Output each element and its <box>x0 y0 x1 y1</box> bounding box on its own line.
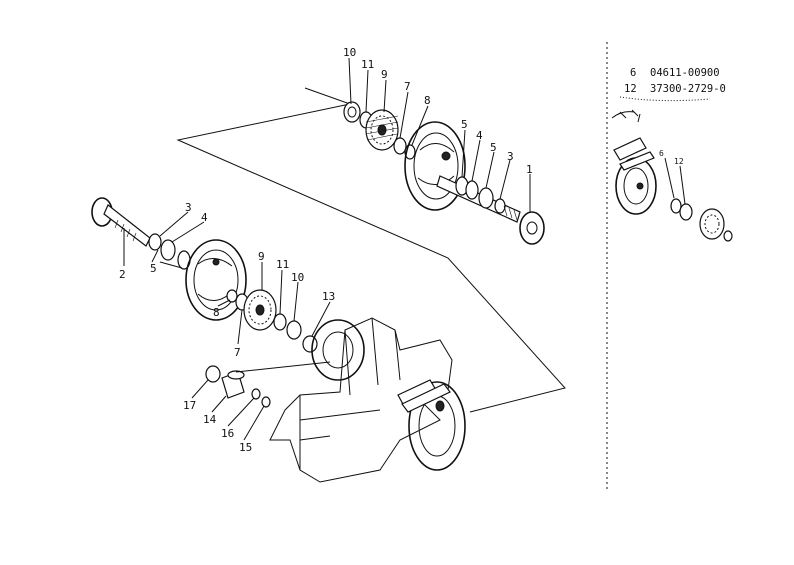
ring-11-left <box>273 313 287 331</box>
gear-9-top <box>365 109 399 151</box>
label-1-top: 1 <box>526 163 533 176</box>
cover-plate-top <box>404 121 466 211</box>
seal-13-left <box>302 335 318 353</box>
bolt-15 <box>261 396 271 408</box>
label-15: 15 <box>239 441 252 454</box>
label-5a-top: 5 <box>461 118 468 131</box>
bearing-10-top <box>343 101 361 123</box>
legend-partno-6: 04611-00900 <box>650 67 720 79</box>
part-labels: 10 11 9 7 8 5 4 5 3 1 3 4 2 5 9 11 10 8 … <box>119 46 684 454</box>
legend-partno-12: 37300-2729-0 <box>650 83 726 95</box>
bearing-4-left <box>160 239 176 261</box>
label-5-left: 5 <box>150 262 157 275</box>
shaft-assembly-top <box>436 175 521 223</box>
inset-part-12 <box>679 203 693 221</box>
label-9-top: 9 <box>381 68 388 81</box>
label-11-top: 11 <box>361 58 374 71</box>
label-6-inset: 6 <box>659 149 664 158</box>
spacer-7-top <box>393 137 407 155</box>
ring-17 <box>205 365 221 383</box>
label-5b-top: 5 <box>490 141 497 154</box>
washer-16 <box>251 388 261 400</box>
inset-gear <box>699 208 725 240</box>
leader-lines <box>123 57 686 441</box>
bearing-3-left <box>148 233 162 251</box>
label-3-top: 3 <box>507 150 514 163</box>
label-8-left: 8 <box>213 306 220 319</box>
label-8-top: 8 <box>424 94 431 107</box>
label-4-top: 4 <box>476 129 483 142</box>
flange-1-top <box>519 211 545 245</box>
inset-part-6 <box>670 198 682 214</box>
label-12-inset: 12 <box>674 157 684 166</box>
washer-8-left <box>226 289 238 303</box>
shaft-left <box>103 204 151 247</box>
legend-ref-12: 12 <box>624 83 637 95</box>
label-9-left: 9 <box>258 250 265 263</box>
label-7-top: 7 <box>404 80 411 93</box>
label-14: 14 <box>203 413 217 426</box>
label-16: 16 <box>221 427 234 440</box>
label-10-top: 10 <box>343 46 356 59</box>
label-3-left: 3 <box>185 201 192 214</box>
assembly-frame-lines <box>176 87 566 413</box>
part-number-legend: 6 04611-00900 12 37300-2729-0 <box>619 67 726 102</box>
label-2-left: 2 <box>119 268 126 281</box>
label-13-left: 13 <box>322 290 335 303</box>
gear-9-left <box>243 289 277 331</box>
label-4-left: 4 <box>201 211 208 224</box>
label-17: 17 <box>183 399 196 412</box>
label-7-left: 7 <box>234 346 241 359</box>
left-assembly <box>91 197 331 408</box>
top-assembly <box>343 101 545 245</box>
housing-block <box>269 317 466 483</box>
label-11-left: 11 <box>276 258 289 271</box>
inset-assembly <box>611 109 733 242</box>
label-10-left: 10 <box>291 271 304 284</box>
legend-ref-6: 6 <box>630 67 636 79</box>
bearing-10-left <box>286 320 302 340</box>
